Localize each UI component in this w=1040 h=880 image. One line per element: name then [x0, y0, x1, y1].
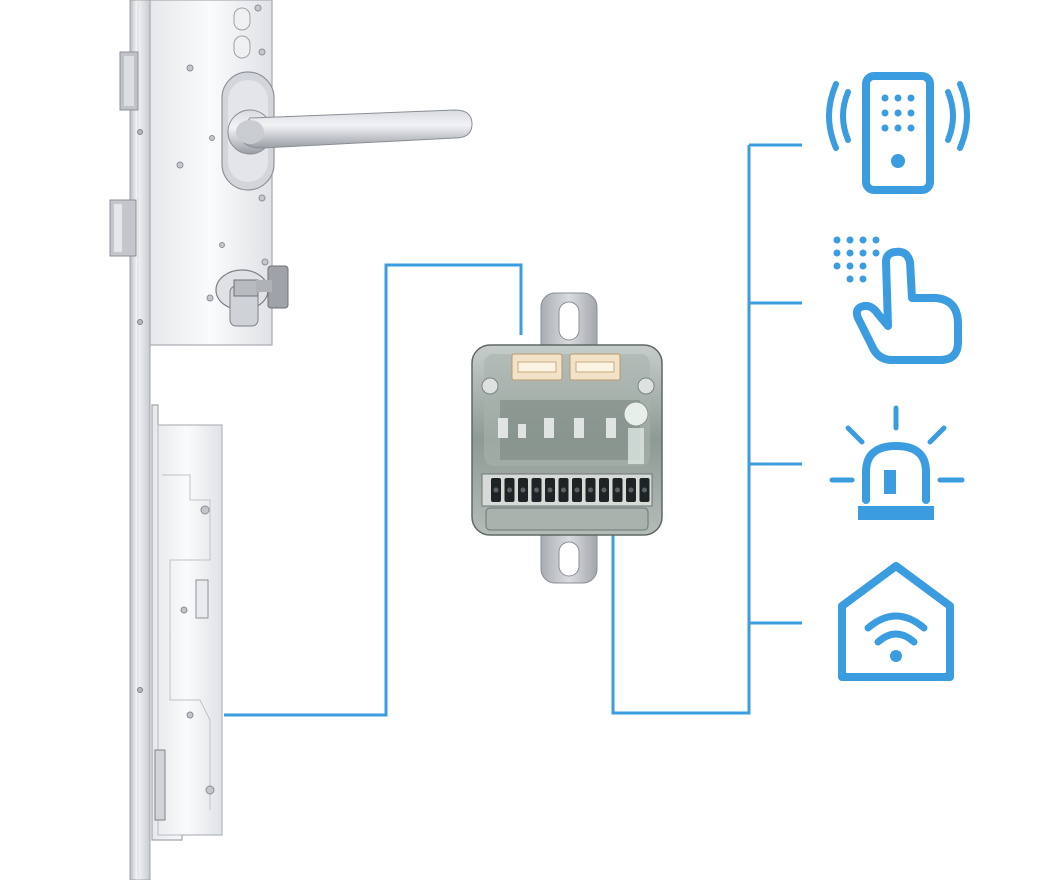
alarm-light-icon	[829, 405, 965, 520]
terminal-screw-head	[601, 487, 607, 493]
terminal-block	[481, 473, 653, 531]
lever-handle	[227, 109, 473, 155]
wire-controller-to-bus	[611, 145, 751, 715]
terminal-screw-head	[507, 487, 512, 493]
terminal-screw-head	[561, 487, 566, 493]
terminal-screw-head	[547, 487, 553, 493]
terminal-screw-head	[493, 487, 499, 493]
status-led	[623, 401, 649, 427]
connector-right	[569, 353, 621, 381]
latch-bolt	[109, 199, 137, 257]
terminal-screw-head	[534, 487, 539, 493]
multipoint-lock	[109, 0, 473, 880]
controller-module	[471, 292, 663, 584]
terminal-screw-head	[642, 487, 647, 493]
terminal-screw-head	[520, 487, 526, 493]
terminal-screw-head	[628, 487, 634, 493]
key-cylinder	[215, 265, 289, 327]
wires	[224, 143, 802, 717]
terminal-screw-head	[574, 487, 580, 493]
remote-control-icon	[826, 72, 970, 194]
smart-home-wifi-icon	[838, 562, 954, 681]
keypad-touch-icon	[833, 236, 962, 364]
output-devices	[826, 72, 970, 681]
terminal-screw-head	[615, 487, 620, 493]
lower-gearbox	[151, 404, 223, 841]
connector-left	[511, 353, 563, 381]
wire-lock-to-controller	[224, 263, 523, 717]
terminal-screw-head	[588, 487, 593, 493]
